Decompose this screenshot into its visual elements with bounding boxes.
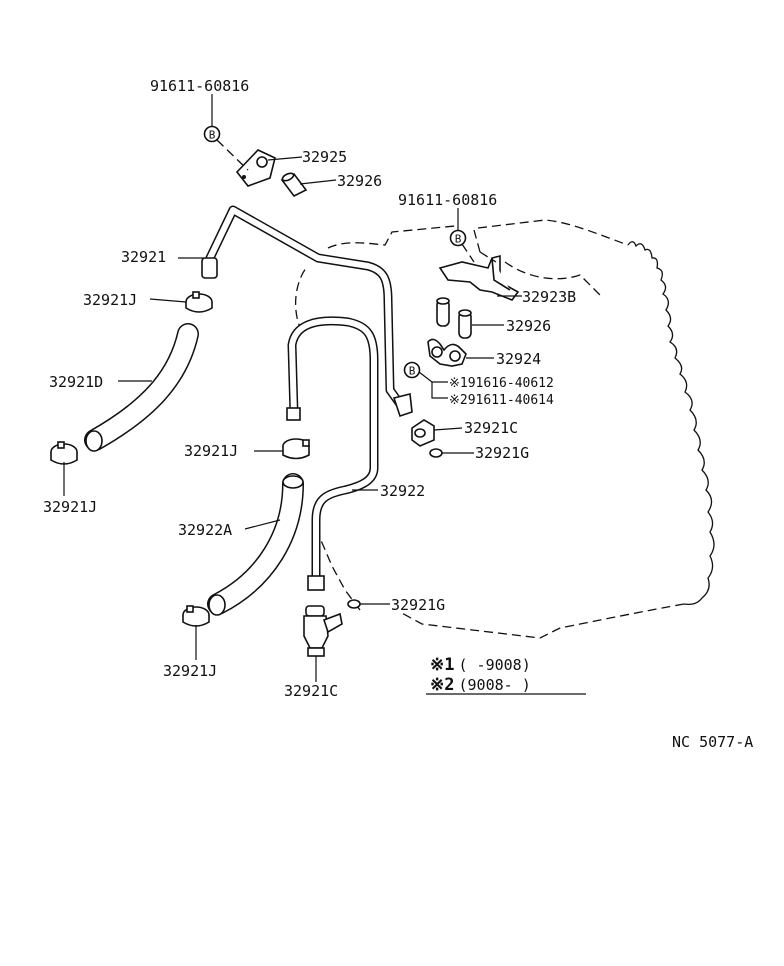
- circled-letter-b-icon: B: [209, 129, 216, 142]
- pipe-32922-nut: [307, 575, 325, 591]
- label-clamp-32924: 32924: [496, 350, 541, 368]
- pipe-32921-end-fitting: [201, 257, 218, 279]
- label-hose-32921D: 32921D: [49, 373, 103, 391]
- note-row-1: ※1( -9008): [430, 655, 531, 675]
- hose-32922A-end-lower: [208, 594, 226, 616]
- bolt-marker-clamp: B: [403, 361, 421, 379]
- label-clip-32921J-lower-left: 32921J: [43, 498, 97, 516]
- label-grommet-32926-top: 32926: [337, 172, 382, 190]
- label-bolt-top: 91611-60816: [150, 77, 249, 95]
- label-pipe-32921: 32921: [121, 248, 166, 266]
- note-row-2: ※2(9008- ): [430, 675, 531, 695]
- part-labels: 91611-60816 32925 32926 91611-60816 3292…: [43, 77, 576, 700]
- clamp-32925: [235, 149, 276, 187]
- hose-32922A: [207, 473, 304, 616]
- reference-mark-icon: ※: [430, 675, 444, 695]
- pipe-32922-end-fitting: [286, 407, 301, 421]
- clip-32921J-upper: [185, 291, 213, 313]
- label-bolt-mid: 91611-60816: [398, 191, 497, 209]
- reference-mark-icon: ※: [430, 655, 444, 675]
- gasket-32921G-upper: [429, 448, 443, 458]
- circled-letter-b-icon: B: [409, 365, 416, 378]
- reference-mark-icon: ※: [449, 393, 460, 408]
- hose-32922A-end: [282, 475, 304, 489]
- label-note2-part: ※291611-40614: [449, 393, 554, 408]
- leader-lines: [63, 94, 522, 682]
- reference-mark-icon: ※: [449, 376, 460, 391]
- circled-letter-b-icon: B: [455, 233, 462, 246]
- label-gasket-32921G-lower: 32921G: [391, 596, 445, 614]
- clip-32921J-center: [282, 438, 310, 460]
- hose-32921D-end: [85, 430, 103, 452]
- clip-32921J-lower-left: [50, 441, 78, 465]
- hose-32921D: [84, 323, 199, 452]
- label-note1-part: ※191616-40612: [449, 376, 554, 391]
- pipe-32921-nut: [392, 393, 413, 418]
- gasket-32921G-lower: [347, 599, 361, 609]
- label-clamp-32925: 32925: [302, 148, 347, 166]
- label-bracket-32923B: 32923B: [522, 288, 576, 306]
- bolt-marker-top: B: [203, 125, 221, 143]
- bracket-32923B: [438, 254, 520, 301]
- label-clip-32921J-center: 32921J: [184, 442, 238, 460]
- clamp-32924: [427, 338, 467, 367]
- pipe-32921: [201, 205, 413, 418]
- label-hose-32922A: 32922A: [178, 521, 232, 539]
- union-32921C-lower: [303, 605, 343, 657]
- grommet-32926-top: [280, 172, 308, 198]
- grommet-32926-right: [458, 309, 472, 339]
- union-32921C-upper: [411, 419, 435, 447]
- clip-32921J-bottom: [182, 605, 210, 627]
- label-gasket-32921G-upper: 32921G: [475, 444, 529, 462]
- pipe-32922: [286, 316, 379, 591]
- label-clip-32921J-upper: 32921J: [83, 291, 137, 309]
- bolt-marker-mid: B: [449, 229, 467, 247]
- grommet-32926-left: [436, 297, 450, 327]
- label-pipe-32922: 32922: [380, 482, 425, 500]
- label-grommet-32926-mid: 32926: [506, 317, 551, 335]
- applicability-notes: ※1( -9008) ※2(9008- ): [426, 655, 586, 695]
- label-union-32921C-upper: 32921C: [464, 419, 518, 437]
- label-clip-32921J-bottom: 32921J: [163, 662, 217, 680]
- figure-code: NC 5077-A: [672, 733, 753, 751]
- label-union-32921C-lower: 32921C: [284, 682, 338, 700]
